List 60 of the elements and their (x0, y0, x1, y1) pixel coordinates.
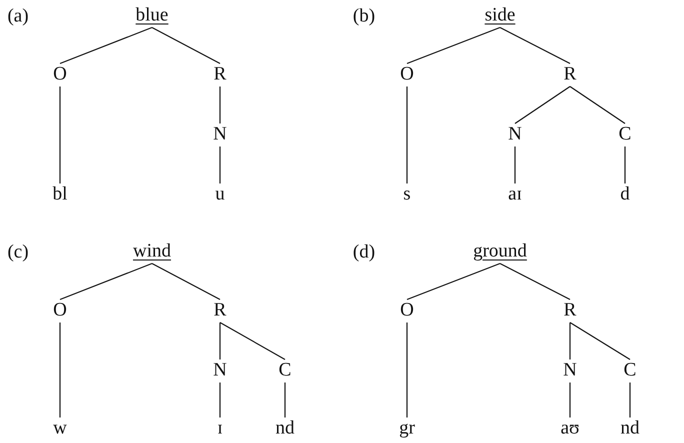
tree-branch-line (406, 322, 408, 418)
tree-branch-line (219, 146, 221, 184)
word-label: wind (132, 240, 172, 264)
tree-node-label: aɪ (507, 184, 523, 206)
tree-branch-line (59, 322, 61, 418)
tree-node-label: C (618, 124, 632, 146)
tree-node-label: R (562, 64, 578, 86)
tree-branch-line (500, 27, 570, 64)
panel-label: (b) (352, 6, 376, 26)
tree-node-label: ɪ (216, 418, 224, 440)
word-label: blue (134, 4, 170, 28)
tree-node-label: C (622, 360, 638, 382)
tree-node-label: gr (398, 418, 416, 440)
tree-branch-line (152, 263, 220, 300)
tree-branch-line (59, 86, 61, 184)
tree-node-label: O (399, 64, 415, 86)
tree-branch-line (514, 86, 570, 124)
tree-branch-line (60, 26, 152, 64)
tree-node-label: N (212, 124, 228, 146)
tree-branch-line (500, 263, 570, 300)
tree-node-label: nd (620, 418, 640, 440)
tree-branch-line (406, 26, 500, 64)
tree-node-label: aʊ (560, 418, 580, 440)
tree-branch-line (219, 86, 221, 124)
tree-branch-line (219, 382, 221, 418)
tree-node-label: O (52, 64, 68, 86)
tree-node-label: nd (274, 418, 296, 440)
tree-node-label: bl (52, 184, 68, 206)
tree-branch-line (406, 86, 408, 184)
tree-node-label: O (399, 300, 415, 322)
tree-node-label: s (402, 184, 412, 206)
tree-node-label: u (214, 184, 226, 206)
tree-branch-line (60, 262, 152, 300)
tree-node-label: R (212, 64, 228, 86)
tree-branch-line (629, 382, 631, 418)
tree-node-label: N (507, 124, 523, 146)
tree-branch-line (624, 146, 626, 184)
tree-branch-line (514, 146, 516, 184)
tree-node-label: d (619, 184, 631, 206)
panel-label: (d) (352, 242, 376, 262)
tree-node-label: N (562, 360, 578, 382)
panel-label: (a) (7, 6, 29, 26)
word-label: side (484, 4, 516, 28)
tree-node-label: R (562, 300, 578, 322)
tree-branch-line (219, 322, 221, 360)
tree-branch-line (569, 322, 571, 360)
tree-branch-line (220, 322, 286, 360)
tree-node-label: w (52, 418, 68, 440)
tree-branch-line (570, 86, 626, 124)
tree-branch-line (406, 262, 500, 300)
tree-node-label: C (278, 360, 292, 382)
tree-node-label: O (52, 300, 68, 322)
tree-branch-line (570, 322, 630, 360)
tree-node-label: R (212, 300, 228, 322)
word-label: ground (472, 240, 528, 264)
tree-branch-line (152, 27, 220, 64)
tree-branch-line (569, 382, 571, 418)
tree-branch-line (284, 382, 286, 418)
panel-label: (c) (7, 242, 29, 262)
tree-node-label: N (212, 360, 228, 382)
